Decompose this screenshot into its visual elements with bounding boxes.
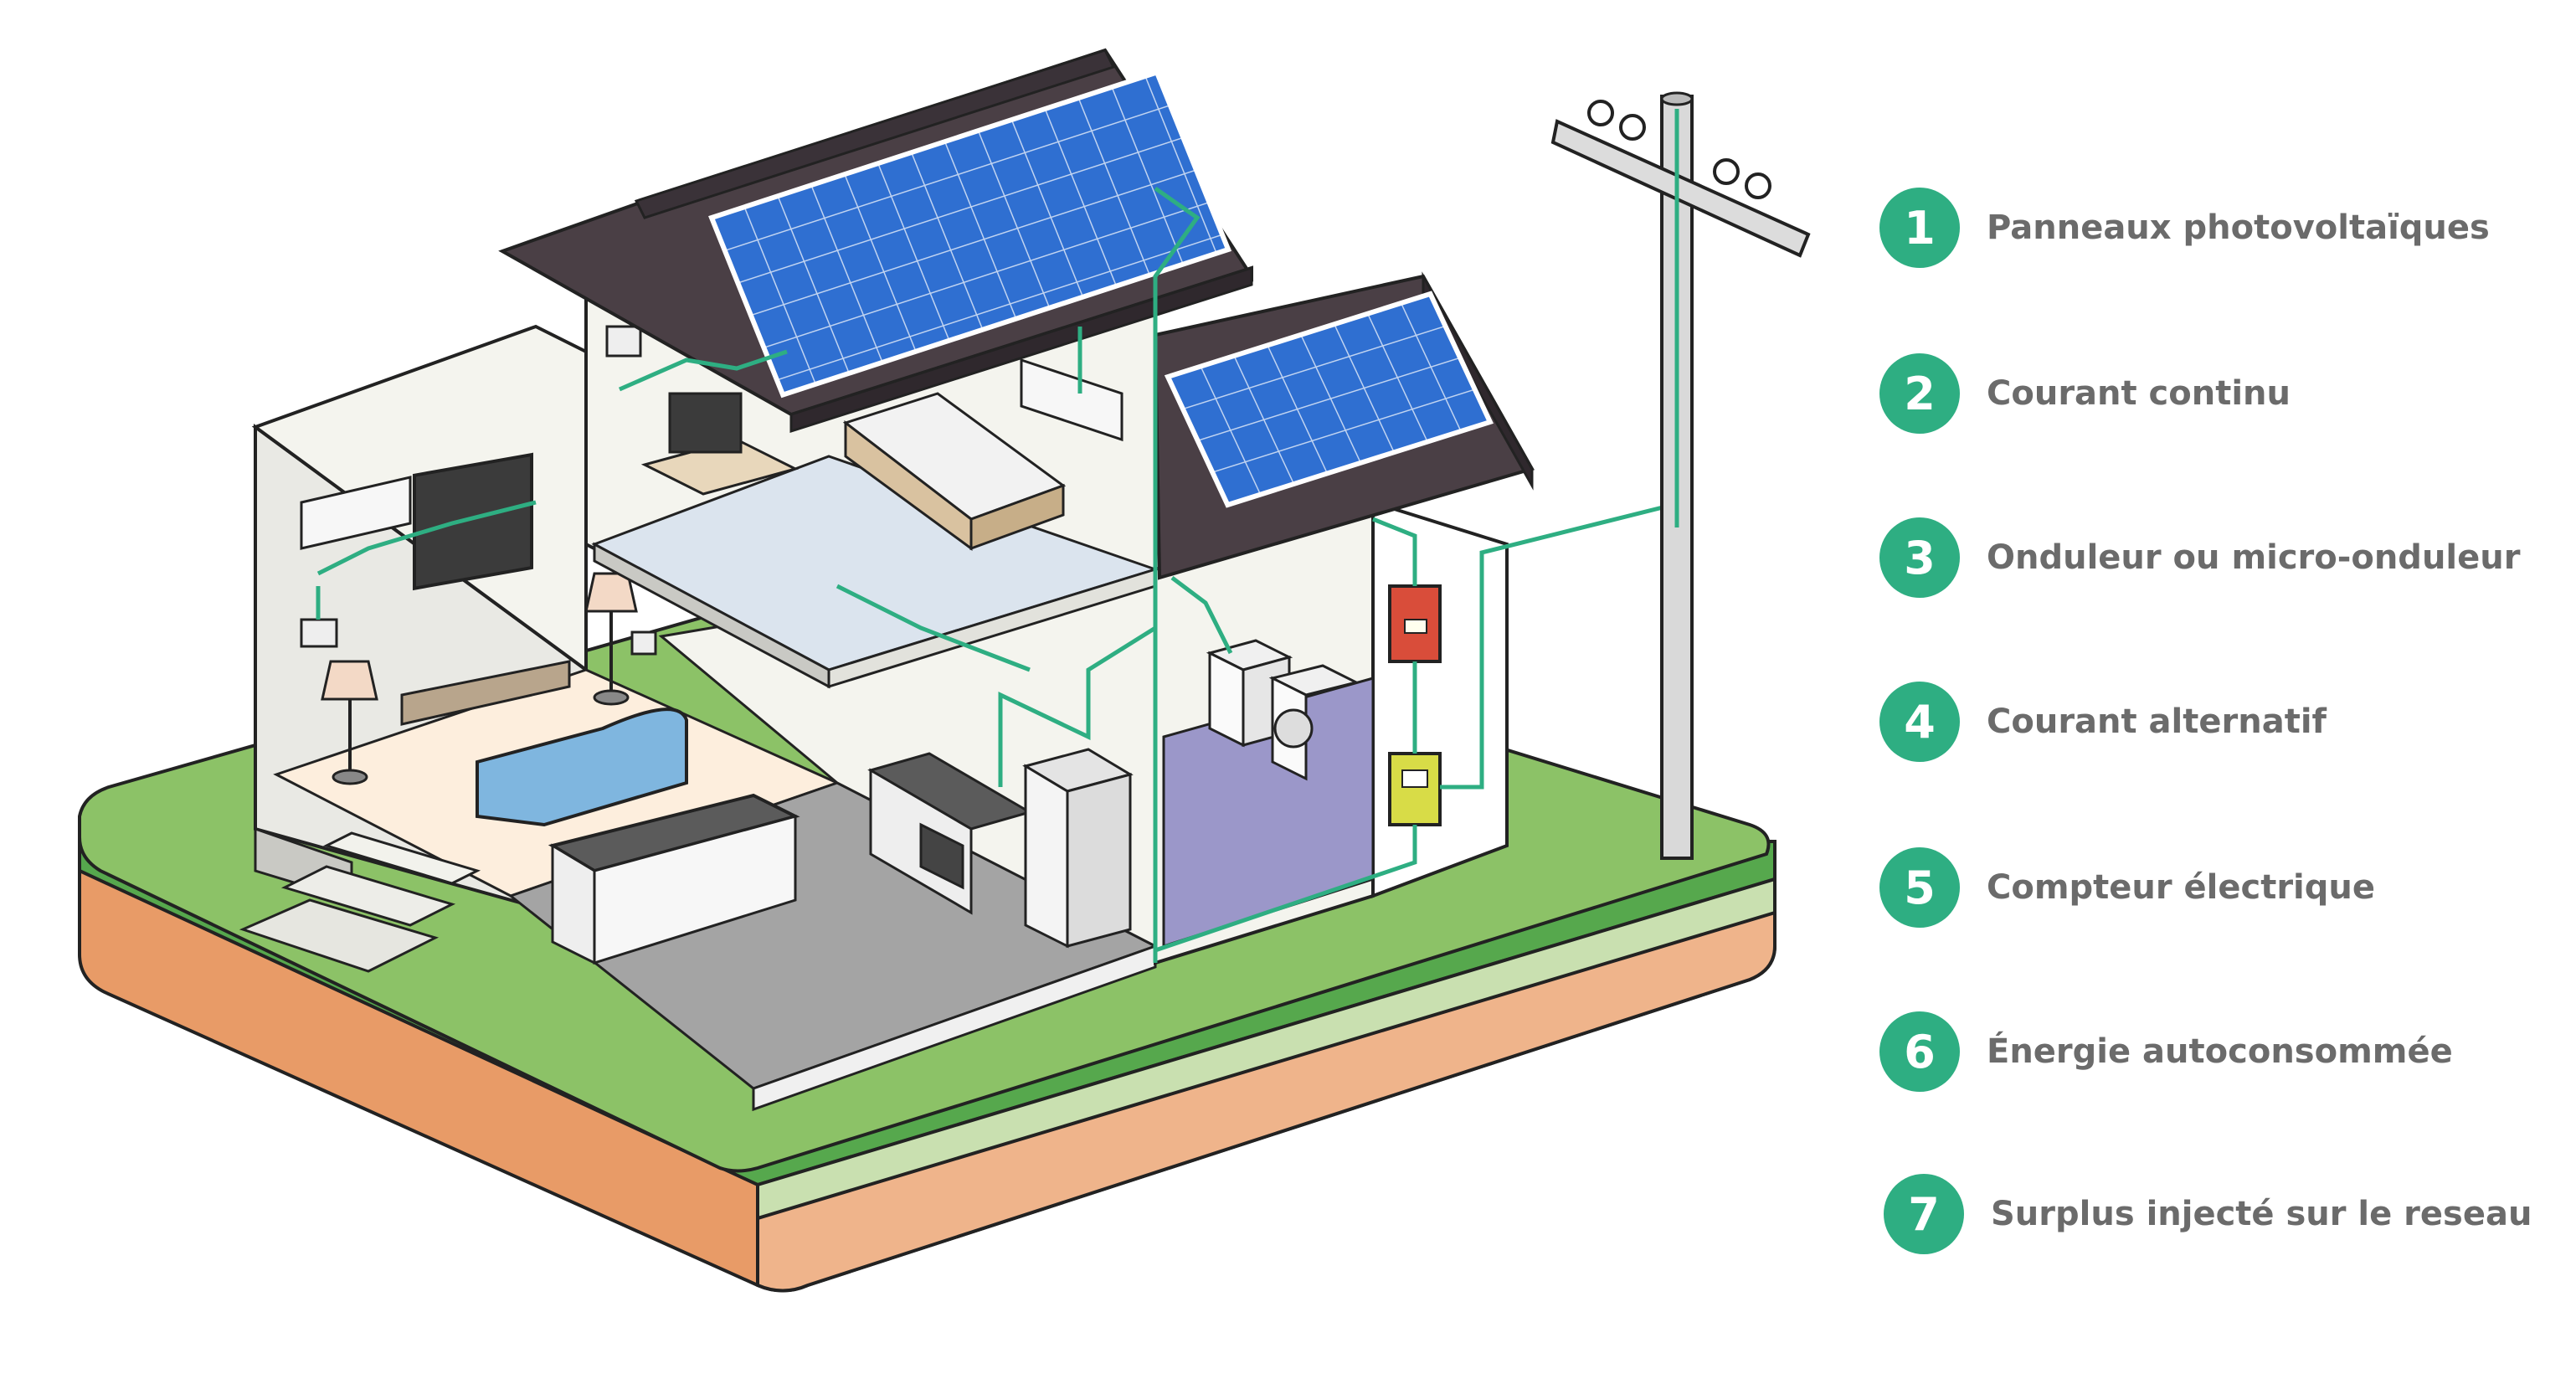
legend-label-2: Courant continu (1987, 374, 2291, 413)
legend-item-4: 4 Courant alternatif (1879, 680, 2327, 764)
legend-badge-6: 6 (1879, 1011, 1960, 1092)
house-solar-illustration (78, 48, 1811, 1293)
legend-label-5: Compteur électrique (1987, 868, 2376, 907)
legend-item-2: 2 Courant continu (1879, 352, 2291, 435)
technical-room (1153, 271, 1535, 965)
legend-item-3: 3 Onduleur ou micro-onduleur (1879, 516, 2520, 599)
legend-label-6: Énergie autoconsommée (1987, 1032, 2453, 1071)
legend-label-4: Courant alternatif (1987, 702, 2327, 741)
solar-panel-main (708, 69, 1232, 399)
electric-meter (1388, 752, 1442, 826)
wiring (316, 186, 1684, 963)
utility-pole (1550, 91, 1811, 860)
legend-item-5: 5 Compteur électrique (1879, 846, 2375, 929)
legend-item-7: 7 Surplus injecté sur le reseau (1884, 1172, 2532, 1256)
legend-label-7: Surplus injecté sur le reseau (1991, 1195, 2532, 1233)
legend-item-1: 1 Panneaux photovoltaïques (1879, 186, 2490, 270)
legend-item-6: 6 Énergie autoconsommée (1879, 1010, 2453, 1093)
solar-panel-annex (1164, 291, 1494, 508)
legend-badge-5: 5 (1879, 847, 1960, 928)
legend-badge-1: 1 (1879, 188, 1960, 268)
legend-badge-4: 4 (1879, 682, 1960, 762)
legend-badge-7: 7 (1884, 1174, 1964, 1254)
legend-badge-3: 3 (1879, 517, 1960, 598)
main-roof (498, 48, 1253, 434)
legend-badge-2: 2 (1879, 353, 1960, 434)
legend-label-1: Panneaux photovoltaïques (1987, 208, 2490, 247)
living-room (239, 324, 841, 973)
legend-label-3: Onduleur ou micro-onduleur (1987, 538, 2521, 577)
